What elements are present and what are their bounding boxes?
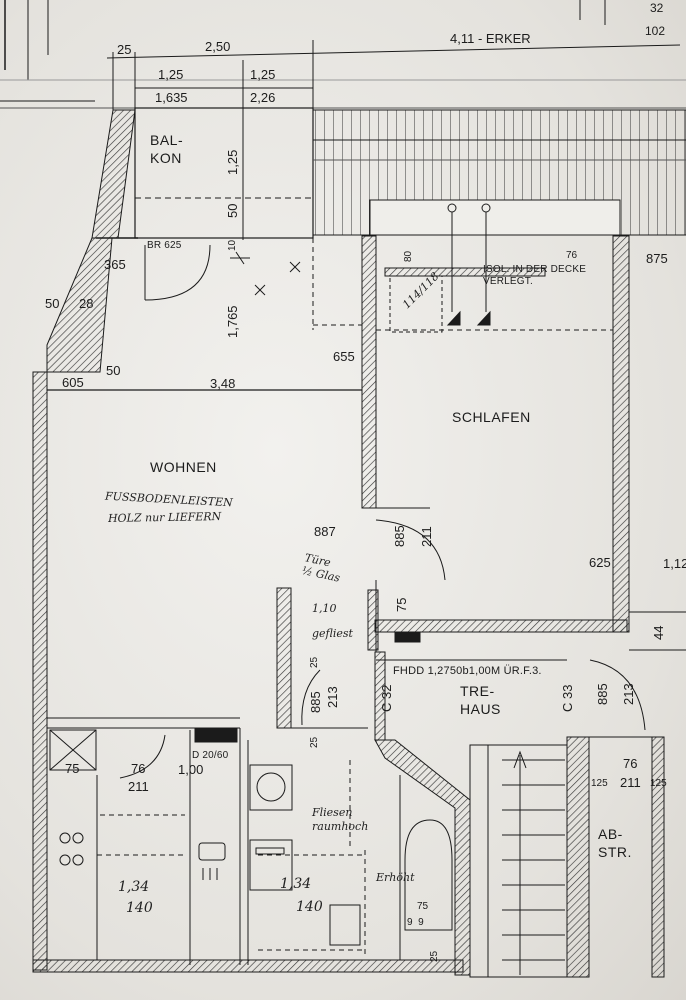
dim-50b: 50 [106, 363, 121, 378]
erker-bay [312, 109, 686, 236]
dim-625: 625 [589, 555, 611, 570]
dim-25a: 25 [309, 656, 320, 668]
hand-note-gefliest: gefliest [312, 627, 353, 640]
dim-balkon-226: 2,26 [250, 90, 276, 105]
dim-213a: 213 [621, 683, 636, 705]
dim-44: 44 [651, 625, 666, 640]
dim-28: 28 [79, 296, 94, 311]
bath-fixtures [249, 764, 453, 960]
dim-885b: 885 [595, 683, 610, 705]
room-label-treppenhaus: TRE- HAUS [460, 683, 501, 717]
staircase [469, 744, 568, 978]
dim-211b: 211 [128, 779, 149, 794]
dim-76c: 76 [623, 756, 638, 771]
dim-365: 365 [104, 257, 126, 272]
dim-balkon-125a: 1,25 [158, 67, 184, 82]
kitchen-area-bottom: 140 [126, 900, 153, 916]
sheet-margin-lines [0, 0, 686, 109]
dim-76b: 76 [131, 761, 146, 776]
room-label-abstellraum: AB- STR. [598, 826, 632, 860]
dim-887: 887 [314, 524, 336, 539]
dim-25b: 25 [309, 736, 320, 748]
dim-125b: 125 [650, 778, 667, 789]
kitchen-fixtures [49, 729, 226, 880]
dim-75b: 75 [65, 761, 80, 776]
bath-area-bottom: 140 [296, 899, 323, 915]
exterior-walls [32, 235, 665, 978]
dim-balkon-v125: 1,25 [225, 149, 240, 175]
hand-note-fliesen: Fliesen raumhoch [312, 806, 369, 834]
dim-211c: 211 [620, 775, 641, 790]
dim-top-250: 2,50 [205, 39, 231, 54]
dim-125a: 125 [591, 778, 608, 789]
dim-balkon-1635: 1,635 [155, 90, 188, 105]
dim-655: 655 [333, 349, 355, 364]
dim-25c: 25 [429, 950, 440, 962]
note-br: BR 625 [147, 240, 182, 251]
dim-76: 76 [566, 250, 578, 261]
dim-100: 1,00 [178, 762, 204, 777]
dim-213b: 213 [325, 686, 340, 708]
dim-top-erker: 4,11 - ERKER [450, 31, 531, 46]
bath-area-top: 1,34 [280, 876, 312, 892]
note-flue-c33: C 33 [560, 684, 575, 712]
dim-605: 605 [62, 375, 84, 390]
dim-75a: 75 [394, 597, 409, 612]
dim-875: 875 [646, 251, 668, 266]
dim-99: 9 9 [407, 917, 424, 928]
interior-walls [47, 236, 686, 965]
dim-80: 80 [403, 250, 414, 262]
dim-50a: 50 [45, 296, 60, 311]
note-flue-c32: C 32 [379, 684, 394, 712]
dim-1765: 1,765 [225, 305, 240, 338]
dim-348: 3,48 [210, 376, 236, 391]
dashed-reference-lines [97, 238, 613, 958]
hand-note-erhoeht: Erhöht [376, 871, 415, 884]
hand-note-fussboden-2: HOLZ nur LIEFERN [107, 510, 222, 525]
dim-balkon-125b: 1,25 [250, 67, 276, 82]
room-label-wohnen: WOHNEN [150, 459, 217, 475]
dim-211a: 211 [419, 526, 434, 547]
dim-balkon-v50: 50 [225, 203, 240, 218]
door-swings [119, 244, 646, 779]
room-label-balkon: BAL- KON [150, 132, 184, 166]
kitchen-area-top: 1,34 [118, 879, 150, 895]
balcony [91, 107, 314, 240]
room-label-schlafen: SCHLAFEN [452, 409, 531, 425]
window-frame-schlafen [384, 203, 546, 333]
dim-75c: 75 [417, 901, 429, 912]
note-fhdd: FHDD 1,2750b1,00M ÜR.F.3. [393, 665, 542, 677]
note-door-cupboard: D 20/60 [192, 750, 229, 761]
dim-885a: 885 [392, 525, 407, 547]
note-isolation: ISOL. IN DER DECKE VERLEGT. [483, 264, 587, 287]
hand-note-gefliest-value: 1,10 [312, 602, 337, 615]
dim-top-25: 25 [117, 42, 132, 57]
dim-balkon-v10: 10 [227, 239, 238, 251]
sheet-number: 32 [650, 1, 664, 15]
dim-112: 1,12 [663, 556, 686, 571]
dim-885c: 885 [308, 691, 323, 713]
sheet-subnumber: 102 [645, 24, 666, 38]
